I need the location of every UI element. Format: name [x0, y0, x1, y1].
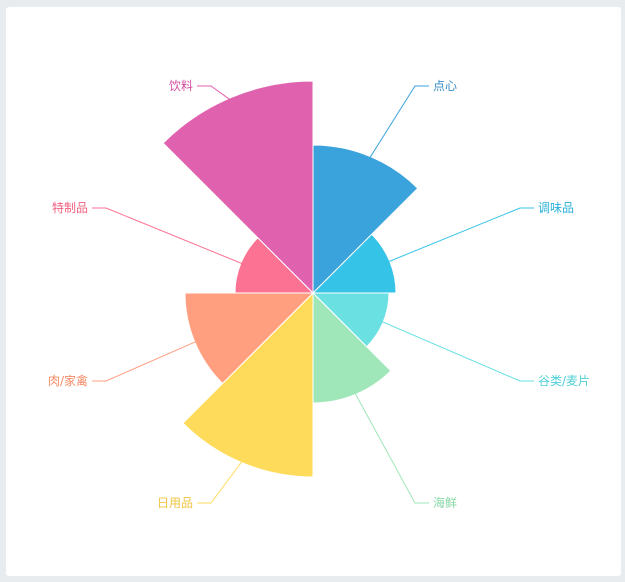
rose-slice[interactable] [182, 291, 314, 478]
category-label: 特制品 [52, 200, 88, 215]
label-leader-line [197, 85, 235, 104]
rose-slices [162, 80, 419, 478]
rose-slice[interactable] [312, 291, 392, 404]
category-label: 海鲜 [433, 495, 457, 510]
category-label: 点心 [433, 79, 457, 93]
category-label: 日用品 [157, 496, 193, 510]
label-leader-line [92, 339, 201, 382]
category-label: 谷类/麦片 [538, 374, 590, 388]
rose-slice[interactable] [162, 80, 314, 295]
category-label: 肉/家禽 [48, 373, 88, 388]
category-label: 饮料 [169, 79, 193, 93]
label-leader-line [352, 388, 429, 504]
label-leader-line [377, 319, 534, 382]
category-label: 调味品 [538, 201, 574, 215]
label-leader-line [92, 207, 247, 266]
label-leader-line [197, 457, 246, 504]
label-leader-line [383, 207, 534, 264]
label-leader-line [366, 85, 429, 163]
rose-slice[interactable] [312, 144, 419, 295]
label-leaders [92, 85, 534, 504]
